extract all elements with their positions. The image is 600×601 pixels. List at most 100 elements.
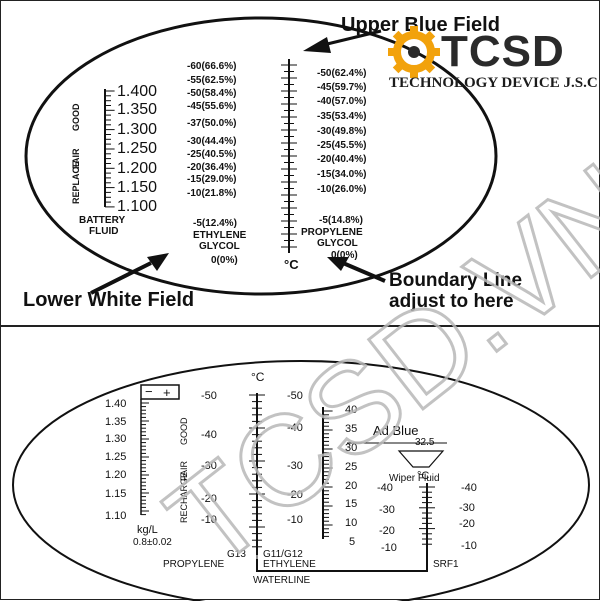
top-battery-value: 1.300 bbox=[117, 121, 157, 138]
top-battery-value: 1.100 bbox=[117, 198, 157, 215]
bottom-battery-fair-label: FAIR bbox=[179, 460, 189, 481]
top-battery-value: 1.150 bbox=[117, 179, 157, 196]
ethylene-value: -50(58.4%) bbox=[187, 88, 236, 99]
bottom-refractometer-scale-panel: − + 1.40 1.35 1.30 1.25 1.20 1.15 1.10 G… bbox=[0, 326, 600, 601]
top-battery-value: 1.200 bbox=[117, 160, 157, 177]
ethylene-glycol-label-line1: ETHYLENE bbox=[193, 230, 247, 241]
adblue-scale-value: 25 bbox=[345, 461, 357, 473]
propylene-glycol-label-line2: GLYCOL bbox=[317, 238, 358, 249]
propylene-scale-value: -20 bbox=[201, 493, 217, 505]
ethylene-value: -20(36.4%) bbox=[187, 162, 236, 173]
ethylene-value: -37(50.0%) bbox=[187, 118, 236, 129]
propylene-scale-value: -50 bbox=[201, 390, 217, 402]
propylene-value: -20(40.4%) bbox=[317, 154, 366, 165]
wiper-left-value: -30 bbox=[379, 504, 395, 516]
top-battery-value: 1.350 bbox=[117, 101, 157, 118]
boundary-arrow-line bbox=[342, 261, 386, 283]
wiper-fluid-label: Wiper Fluid bbox=[389, 473, 440, 484]
propylene-value: -10(26.0%) bbox=[317, 184, 366, 195]
adblue-scale-value: 5 bbox=[349, 536, 355, 548]
ethylene-value: -5(12.4%) bbox=[193, 218, 237, 229]
propylene-value: -35(53.4%) bbox=[317, 111, 366, 122]
propylene-scale-values: -50 -40 -30 -20 -10 bbox=[201, 390, 217, 526]
wiper-right-value: -10 bbox=[461, 540, 477, 552]
ethylene-scale-value: -30 bbox=[287, 460, 303, 472]
wiper-right-value: -40 bbox=[461, 482, 477, 494]
adblue-scale-value: 35 bbox=[345, 423, 357, 435]
wiper-left-value: -20 bbox=[379, 525, 395, 537]
lower-white-field-label: Lower White Field bbox=[23, 289, 194, 311]
ad-blue-label: Ad Blue bbox=[373, 423, 419, 438]
bottom-battery-value: 1.35 bbox=[105, 416, 126, 428]
bottom-celsius-unit: °C bbox=[251, 370, 265, 384]
battery-minus-sign: − bbox=[145, 384, 153, 399]
g11-g12-label: G11/G12 bbox=[263, 549, 303, 560]
upper-field-arrow-line bbox=[322, 29, 382, 47]
bottom-battery-value: 1.15 bbox=[105, 488, 126, 500]
bottom-ethylene-label: ETHYLENE bbox=[263, 559, 316, 570]
top-battery-value: 1.400 bbox=[117, 83, 157, 100]
propylene-value: -25(45.5%) bbox=[317, 140, 366, 151]
adblue-scale-value: 15 bbox=[345, 498, 357, 510]
wiper-fluid-icon bbox=[397, 450, 445, 468]
waterline-label: WATERLINE bbox=[253, 575, 311, 586]
ethylene-value: -15(29.0%) bbox=[187, 174, 236, 185]
ethylene-scale-value: -20 bbox=[287, 489, 303, 501]
top-celsius-unit: °C bbox=[284, 257, 299, 272]
top-refractometer-scale-panel: Upper Blue Field 1.400 1.350 1.300 1.250… bbox=[0, 0, 600, 326]
wiper-right-value: -20 bbox=[459, 518, 475, 530]
propylene-scale-value: -30 bbox=[201, 460, 217, 472]
upper-field-arrow-head bbox=[303, 37, 331, 53]
adjust-to-here-label: adjust to here bbox=[389, 291, 514, 312]
wiper-right-value: -30 bbox=[459, 502, 475, 514]
wiper-left-values: -40 -30 -20 -10 bbox=[377, 482, 397, 554]
logo-brand-text: TCSD bbox=[441, 27, 565, 76]
adblue-scale-value: 30 bbox=[345, 442, 357, 454]
battery-precision: 0.8±0.02 bbox=[133, 537, 172, 548]
ethylene-scale-value: -40 bbox=[287, 422, 303, 434]
bottom-battery-good-label: GOOD bbox=[179, 417, 189, 445]
top-view-circle bbox=[24, 16, 498, 296]
top-center-ticks bbox=[281, 64, 297, 248]
ethylene-glycol-label-line2: GLYCOL bbox=[199, 241, 240, 252]
bottom-battery-recharge-label: RECHARGE bbox=[179, 472, 189, 523]
bottom-battery-value: 1.20 bbox=[105, 469, 126, 481]
ethylene-value: -25(40.5%) bbox=[187, 149, 236, 160]
propylene-value: -40(57.0%) bbox=[317, 96, 366, 107]
tcsd-logo: TCSD TECHNOLOGY DEVICE J.S.C bbox=[385, 25, 598, 105]
logo-tagline: TECHNOLOGY DEVICE J.S.C bbox=[389, 75, 598, 91]
top-battery-good-label: GOOD bbox=[71, 103, 81, 131]
adblue-scale-value: 40 bbox=[345, 404, 357, 416]
bottom-scale-drawing: − + 1.40 1.35 1.30 1.25 1.20 1.15 1.10 G… bbox=[12, 360, 590, 601]
waterline-bracket bbox=[256, 545, 428, 572]
propylene-value: -15(34.0%) bbox=[317, 169, 366, 180]
battery-plus-sign: + bbox=[163, 385, 171, 400]
bottom-battery-value: 1.30 bbox=[105, 433, 126, 445]
propylene-value: -5(14.8%) bbox=[319, 215, 363, 226]
propylene-scale-value: -40 bbox=[201, 429, 217, 441]
propylene-glycol-label-line1: PROPYLENE bbox=[301, 227, 363, 238]
top-battery-scale: 1.400 1.350 1.300 1.250 1.200 1.150 1.10… bbox=[71, 83, 157, 237]
glycol-ticks bbox=[249, 394, 265, 548]
ethylene-value: -30(44.4%) bbox=[187, 136, 236, 147]
wiper-ticks bbox=[419, 486, 435, 545]
top-battery-value: 1.250 bbox=[117, 140, 157, 157]
top-scale-drawing: Upper Blue Field 1.400 1.350 1.300 1.250… bbox=[23, 14, 522, 312]
ethylene-zero-value: 0(0%) bbox=[211, 255, 238, 266]
bottom-battery-value: 1.40 bbox=[105, 398, 126, 410]
ethylene-value: -45(55.6%) bbox=[187, 101, 236, 112]
adblue-ticks bbox=[323, 410, 333, 537]
boundary-line-label: Boundary Line bbox=[389, 270, 522, 291]
gear-icon bbox=[388, 26, 440, 78]
lower-field-arrow-line bbox=[90, 261, 152, 295]
lower-field-arrow-head bbox=[147, 253, 169, 271]
wiper-left-value: -10 bbox=[381, 542, 397, 554]
top-battery-fair-label: FAIR bbox=[71, 148, 81, 169]
ethylene-value: -10(21.8%) bbox=[187, 188, 236, 199]
bottom-battery-scale: − + 1.40 1.35 1.30 1.25 1.20 1.15 1.10 G… bbox=[105, 384, 189, 548]
adblue-scale-values: 40 35 30 25 20 15 10 5 bbox=[345, 404, 357, 548]
ethylene-scale-value: -50 bbox=[287, 390, 303, 402]
ethylene-scale-value: -10 bbox=[287, 514, 303, 526]
propylene-scale-value: -10 bbox=[201, 514, 217, 526]
wiper-right-values: -40 -30 -20 -10 bbox=[459, 482, 477, 552]
